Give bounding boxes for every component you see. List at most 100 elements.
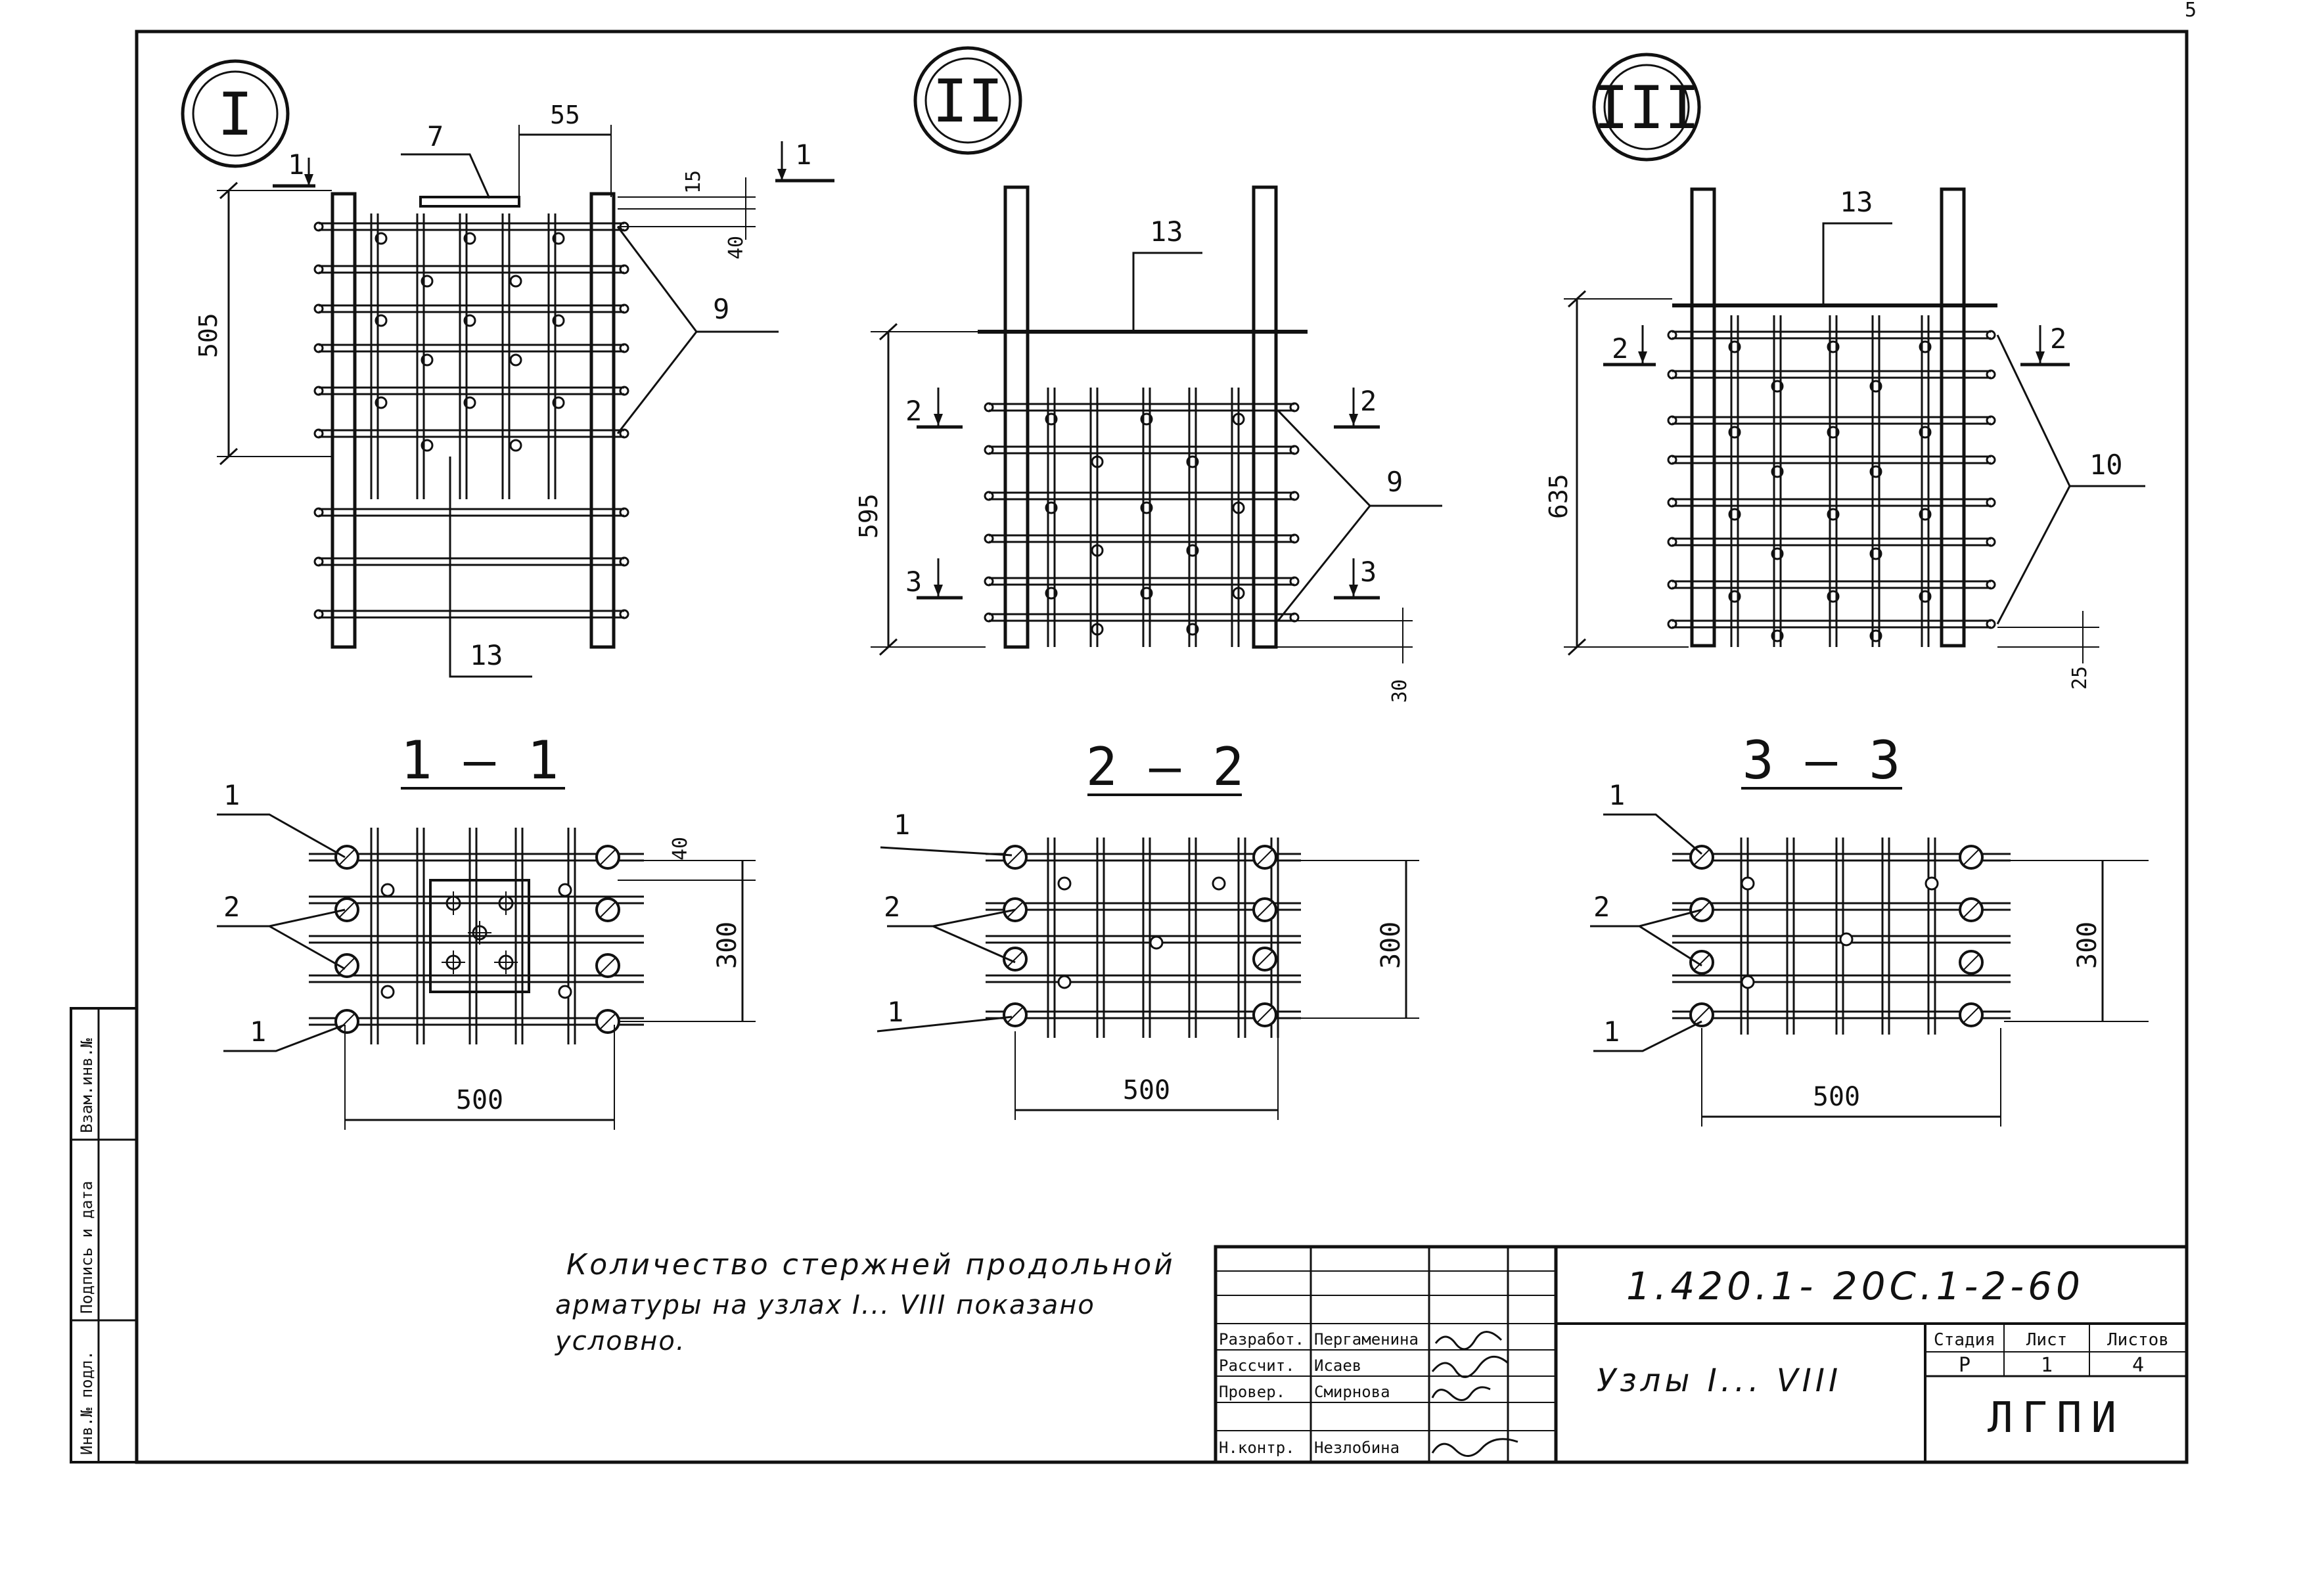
signature-3 (1431, 1386, 1491, 1401)
section1-hatch (599, 901, 616, 918)
section-1-pos-1a: 1 (223, 779, 240, 811)
node1-bar-end (313, 609, 324, 619)
node2-bar-section (1232, 413, 1245, 426)
node3-bar-end (1667, 579, 1677, 590)
section-2-title: 2 — 2 (1086, 736, 1244, 797)
node1-bar-end (313, 343, 324, 353)
section-2-dim-300: 300 (1376, 922, 1406, 969)
section3-hatch (1963, 1006, 1980, 1023)
section-1-pos-2: 2 (223, 891, 240, 923)
section-2-pos-1b: 1 (887, 996, 903, 1028)
node3-bar-end (1986, 455, 1996, 465)
node1-bar-section (552, 232, 565, 245)
node1-bar-end (313, 428, 324, 439)
section2-long-bar (1057, 876, 1072, 891)
node2-bar-end (1289, 491, 1300, 501)
node3-bar-section (1728, 340, 1741, 353)
node1-pos-7: 7 (427, 120, 444, 152)
node1-bar-end (313, 303, 324, 314)
section2-hatch (1256, 901, 1273, 918)
node1-bar-section (509, 353, 522, 367)
node3-bar-section (1771, 547, 1784, 560)
node3-bar-section (1919, 590, 1932, 603)
node3-bar-section (1728, 508, 1741, 521)
node2-bar-section (1186, 544, 1199, 557)
node1-bar-section (375, 314, 388, 327)
node2-bar-end (984, 491, 994, 501)
node1-bar-section (463, 396, 476, 409)
node1-bar-end (619, 428, 629, 439)
section1-hatch (599, 1013, 616, 1030)
section-1-title: 1 — 1 (401, 730, 559, 791)
node1-bar-section (509, 275, 522, 288)
node3-bar-section (1771, 380, 1784, 393)
org-name: ЛГПИ (1988, 1394, 2126, 1442)
node3-pos-13: 13 (1840, 186, 1873, 218)
node1-bar-end (619, 507, 629, 518)
node3-bar-section (1728, 590, 1741, 603)
name-3: Смирнова (1314, 1383, 1390, 1401)
role-1: Разработ. (1219, 1330, 1304, 1349)
stamp-podpis-data: Подпись и дата (78, 1181, 96, 1314)
section-1-pos-1b: 1 (250, 1016, 266, 1048)
node3-bar-section (1869, 380, 1882, 393)
section-3-dim-500: 500 (1813, 1082, 1860, 1112)
sheet-title: Узлы I... VIII (1597, 1362, 1842, 1399)
node2-bar-section (1045, 501, 1058, 514)
node2-bar-section (1140, 501, 1153, 514)
node3-cut-left: 2 (1612, 332, 1628, 365)
section1-hatch (338, 957, 355, 974)
section2-hatch (1007, 1006, 1024, 1023)
node2-pos-13: 13 (1150, 215, 1183, 248)
title-block: 1.420.1- 20С.1-2-60 Узлы I... VIII Стади… (1214, 1245, 2189, 1464)
node1-dim-55: 55 (550, 101, 580, 129)
drawing-frame (135, 30, 2189, 1464)
node2-pos-9: 9 (1386, 466, 1403, 498)
section1-long-bar (380, 883, 395, 897)
node2-bar-end (984, 445, 994, 455)
node3-bar-section (1869, 547, 1882, 560)
node-2-label: II (932, 67, 1003, 136)
section-3-pos-2: 2 (1593, 891, 1610, 923)
node1-bar-end (313, 507, 324, 518)
node1-bar-section (421, 353, 434, 367)
node3-bar-end (1986, 330, 1996, 340)
node2-bar-end (1289, 402, 1300, 413)
node3-bar-section (1771, 465, 1784, 478)
node2-bar-end (1289, 576, 1300, 587)
node3-bar-end (1986, 415, 1996, 426)
node3-bar-end (1667, 415, 1677, 426)
node3-bar-section (1869, 465, 1882, 478)
section-1-dim-40: 40 (669, 837, 692, 861)
node3-bar-section (1827, 340, 1840, 353)
section3-long-bar (1741, 975, 1755, 989)
section3-long-bar (1925, 876, 1939, 891)
node3-cut-right: 2 (2050, 323, 2066, 355)
node3-bar-section (1827, 426, 1840, 439)
node1-bar-section (421, 439, 434, 452)
node2-bar-section (1045, 413, 1058, 426)
section3-hatch (1963, 901, 1980, 918)
col-sheet-label: Лист (2026, 1330, 2068, 1350)
note-line-3: условно. (555, 1326, 686, 1356)
node1-cut-right: 1 (795, 139, 811, 171)
section2-long-bar (1212, 876, 1226, 891)
node-1-elevation: I 505 55 15 40 7 (181, 59, 834, 678)
section1-hatch (599, 849, 616, 866)
node3-bar-end (1667, 455, 1677, 465)
node1-bar-end (313, 264, 324, 275)
node3-dim-25: 25 (2068, 666, 2091, 690)
section1-hatch (338, 849, 355, 866)
node3-bar-end (1667, 619, 1677, 629)
section3-hatch (1693, 954, 1710, 971)
node-3-label: III (1593, 74, 1700, 143)
role-4: Н.контр. (1219, 1439, 1295, 1457)
node3-bar-end (1986, 619, 1996, 629)
node2-bar-section (1140, 587, 1153, 600)
node1-bar-section (552, 314, 565, 327)
node3-pos-10: 10 (2089, 449, 2123, 481)
section1-long-bar (380, 985, 395, 999)
node3-bar-section (1728, 426, 1741, 439)
node3-dim-635: 635 (1544, 474, 1573, 519)
section1-hatch (599, 957, 616, 974)
